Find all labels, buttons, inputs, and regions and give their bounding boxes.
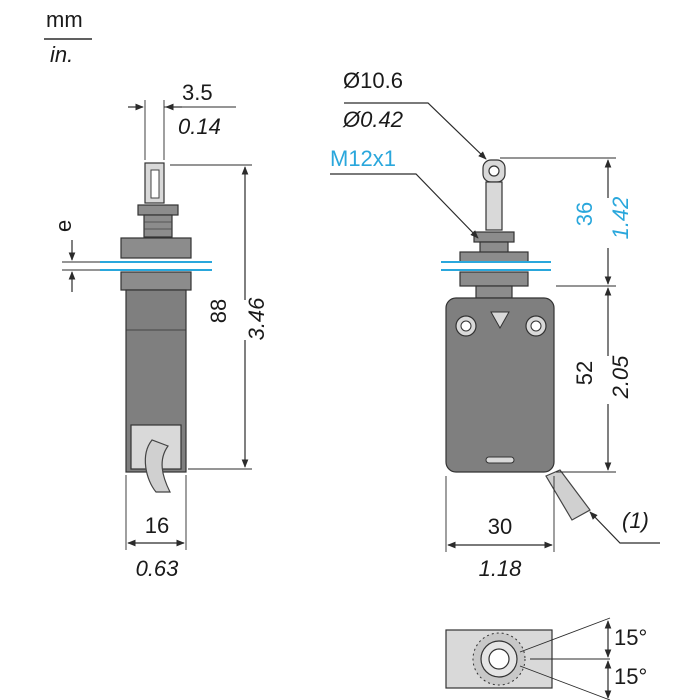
front-plunger [485, 181, 503, 231]
cable-note: (1) [622, 508, 649, 533]
side-nut [120, 237, 192, 259]
front-body-width-in: 1.18 [479, 556, 523, 581]
side-nut-label: e [51, 220, 76, 232]
top-angle-up: 15° [614, 625, 647, 650]
top-view: 15° 15° [445, 617, 647, 700]
unit-inch: in. [50, 42, 73, 67]
side-cable [144, 439, 171, 493]
front-view: Ø10.6 Ø0.42 M12x1 36 1.42 52 2.05 30 1.1… [330, 68, 660, 581]
front-plunger-base [473, 231, 515, 243]
side-body-width-mm: 16 [145, 513, 169, 538]
unit-mm: mm [46, 7, 83, 32]
front-nut [459, 251, 529, 263]
roller-diameter-in: Ø0.42 [342, 107, 403, 132]
side-total-height-in: 3.46 [244, 297, 269, 341]
units-legend: mm in. [44, 7, 92, 67]
top-angle-down: 15° [614, 664, 647, 689]
side-plunger-width-mm: 3.5 [182, 80, 213, 105]
front-cable [545, 469, 591, 521]
side-plunger-width-in: 0.14 [178, 114, 221, 139]
side-total-height-mm: 88 [206, 299, 231, 323]
front-body [445, 297, 555, 473]
front-lock-nut [459, 271, 529, 287]
head-height-mm: 36 [572, 202, 597, 226]
front-slot [485, 456, 515, 464]
head-height-in: 1.42 [608, 197, 633, 240]
side-body-width-in: 0.63 [136, 556, 180, 581]
side-lock-nut [120, 271, 192, 291]
side-thread [143, 214, 173, 238]
roller-diameter-mm: Ø10.6 [343, 68, 403, 93]
side-plunger-base [137, 204, 179, 216]
thread-label: M12x1 [330, 146, 396, 171]
front-arrow-marker [490, 311, 510, 330]
side-view: 3.5 0.14 e 88 3.46 16 0.63 [51, 80, 269, 581]
body-height-mm: 52 [572, 361, 597, 385]
front-body-width-mm: 30 [488, 514, 512, 539]
body-height-in: 2.05 [608, 355, 633, 400]
